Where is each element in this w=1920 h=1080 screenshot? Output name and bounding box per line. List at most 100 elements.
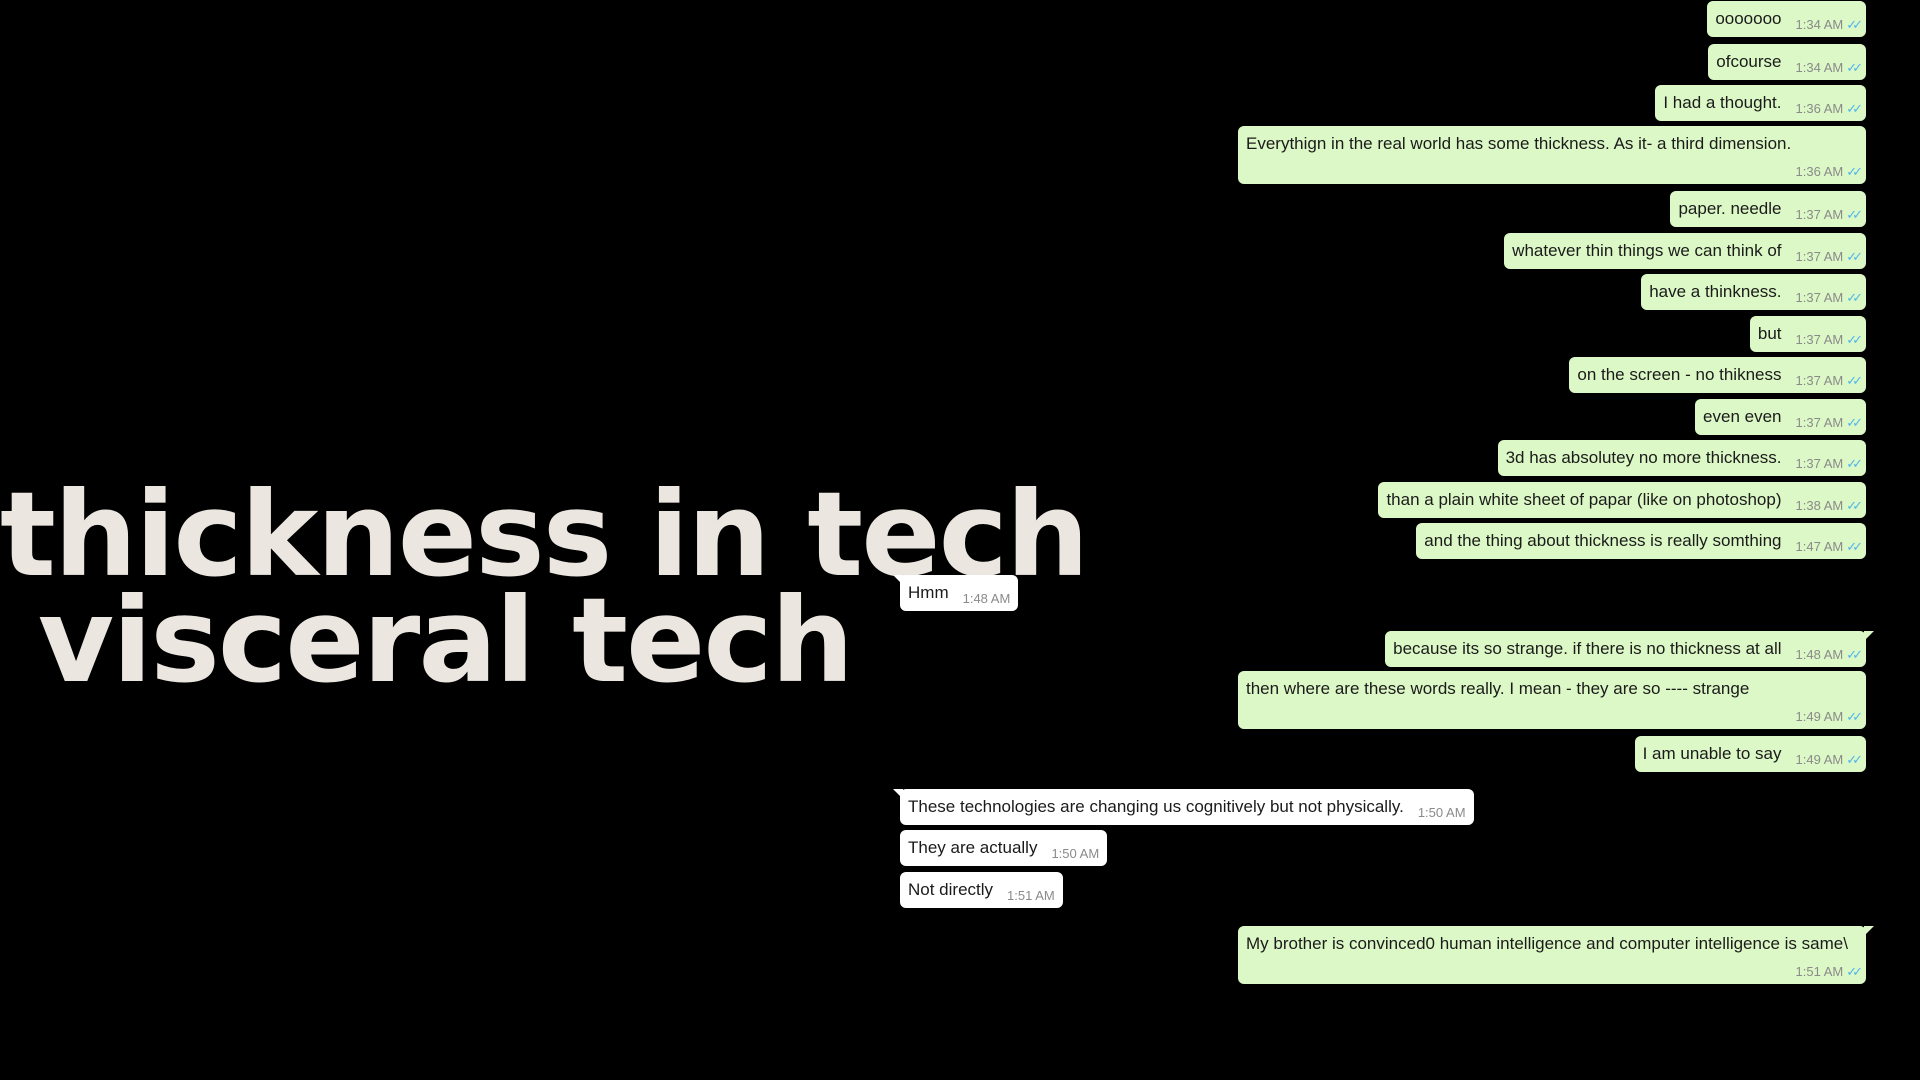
message-meta: 1:48 AM: [963, 582, 1011, 606]
message-meta: 1:37 AM✓✓: [1795, 364, 1863, 389]
message-time: 1:48 AM: [962, 591, 1011, 606]
message-time: 1:37 AM: [1795, 415, 1844, 430]
message-outgoing[interactable]: paper. needle 1:37 AM✓✓: [1670, 191, 1866, 227]
message-meta: 1:36 AM✓✓: [1795, 92, 1863, 117]
message-meta: 1:38 AM✓✓: [1795, 489, 1863, 514]
message-outgoing[interactable]: than a plain white sheet of papar (like …: [1378, 482, 1866, 518]
message-time: 1:37 AM: [1795, 290, 1844, 305]
double-check-icon: ✓✓: [1846, 539, 1863, 554]
message-time: 1:37 AM: [1795, 373, 1844, 388]
double-check-icon: ✓✓: [1846, 207, 1863, 222]
message-text: They are actually: [908, 838, 1038, 857]
double-check-icon: ✓✓: [1846, 101, 1863, 116]
message-time: 1:51 AM: [1795, 964, 1844, 979]
message-time: 1:49 AM: [1795, 709, 1844, 724]
double-check-icon: ✓✓: [1846, 164, 1863, 179]
message-time: 1:47 AM: [1795, 539, 1844, 554]
message-text: Not directly: [908, 880, 994, 899]
message-incoming[interactable]: Hmm 1:48 AM: [900, 575, 1019, 611]
message-outgoing[interactable]: whatever thin things we can think of 1:37…: [1504, 233, 1866, 269]
message-incoming[interactable]: Not directly 1:51 AM: [900, 872, 1063, 908]
message-outgoing[interactable]: on the screen - no thikness 1:37 AM✓✓: [1569, 357, 1866, 393]
message-time: 1:51 AM: [1007, 888, 1055, 903]
message-meta: 1:34 AM✓✓: [1795, 8, 1863, 33]
double-check-icon: ✓✓: [1846, 373, 1863, 388]
message-outgoing[interactable]: because its so strange. if there is no t…: [1385, 631, 1866, 667]
message-meta: 1:37 AM✓✓: [1795, 406, 1863, 431]
message-meta: 1:37 AM✓✓: [1795, 240, 1863, 265]
message-time: 1:34 AM: [1795, 60, 1844, 75]
message-text: and the thing about thickness is really …: [1424, 531, 1782, 550]
message-text: ooooooo: [1715, 9, 1782, 28]
message-meta: 1:34 AM✓✓: [1795, 51, 1863, 76]
message-incoming[interactable]: They are actually 1:50 AM: [900, 830, 1108, 866]
message-text: than a plain white sheet of papar (like …: [1386, 490, 1782, 509]
message-text: paper. needle: [1678, 199, 1782, 218]
message-outgoing[interactable]: even even 1:37 AM✓✓: [1695, 399, 1866, 435]
message-text: but: [1757, 324, 1782, 343]
double-check-icon: ✓✓: [1846, 752, 1863, 767]
message-meta: 1:50 AM: [1051, 837, 1099, 861]
double-check-icon: ✓✓: [1846, 249, 1863, 264]
message-outgoing[interactable]: My brother is convinced0 human intellige…: [1238, 926, 1866, 984]
message-outgoing[interactable]: have a thinkness.1:37 AM✓✓: [1641, 274, 1866, 310]
double-check-icon: ✓✓: [1846, 332, 1863, 347]
message-text: then where are these words really. I mea…: [1246, 679, 1750, 698]
message-time: 1:50 AM: [1417, 805, 1466, 820]
message-time: 1:34 AM: [1795, 17, 1844, 32]
message-text: Hmm: [908, 583, 949, 602]
message-outgoing[interactable]: but 1:37 AM✓✓: [1749, 316, 1866, 352]
message-outgoing[interactable]: and the thing about thickness is really …: [1416, 523, 1866, 559]
message-meta: 1:37 AM✓✓: [1795, 281, 1863, 306]
message-time: 1:50 AM: [1051, 846, 1100, 861]
double-check-icon: ✓✓: [1846, 498, 1863, 513]
message-outgoing[interactable]: ofcourse 1:34 AM✓✓: [1708, 44, 1866, 80]
double-check-icon: ✓✓: [1846, 60, 1863, 75]
message-outgoing[interactable]: ooooooo 1:34 AM✓✓: [1707, 1, 1866, 37]
bubble-tail: [1864, 631, 1874, 641]
message-incoming[interactable]: These technologies are changing us cogni…: [900, 789, 1474, 825]
double-check-icon: ✓✓: [1846, 709, 1863, 724]
message-text: whatever thin things we can think of: [1512, 241, 1782, 260]
message-time: 1:37 AM: [1795, 249, 1844, 264]
message-meta: 1:51 AM: [1007, 879, 1055, 903]
message-time: 1:49 AM: [1795, 752, 1844, 767]
message-outgoing[interactable]: I am unable to say 1:49 AM✓✓: [1634, 736, 1866, 772]
double-check-icon: ✓✓: [1846, 17, 1863, 32]
message-time: 1:37 AM: [1795, 207, 1844, 222]
message-time: 1:36 AM: [1795, 101, 1844, 116]
message-meta: 1:51 AM✓✓: [1795, 964, 1863, 980]
message-outgoing[interactable]: 3d has absolutey no more thickness. 1:37 …: [1497, 440, 1866, 476]
message-meta: 1:37 AM✓✓: [1795, 323, 1863, 348]
message-meta: 1:36 AM✓✓: [1795, 164, 1863, 180]
message-meta: 1:49 AM✓✓: [1795, 709, 1863, 725]
message-text: ofcourse: [1716, 52, 1782, 71]
headline-line-1: thickness in tech: [0, 466, 1089, 603]
message-text: I am unable to say: [1642, 744, 1782, 763]
message-meta: 1:48 AM✓✓: [1795, 638, 1863, 663]
message-outgoing[interactable]: I had a thought. 1:36 AM✓✓: [1655, 85, 1866, 121]
message-outgoing[interactable]: then where are these words really. I mea…: [1238, 671, 1866, 729]
message-text: even even: [1703, 407, 1782, 426]
message-time: 1:37 AM: [1795, 456, 1844, 471]
message-text: I had a thought.: [1663, 93, 1782, 112]
message-meta: 1:50 AM: [1418, 796, 1466, 820]
message-outgoing[interactable]: Everythign in the real world has some th…: [1238, 126, 1866, 184]
message-time: 1:38 AM: [1795, 498, 1844, 513]
message-text: on the screen - no thikness: [1577, 365, 1782, 384]
bubble-tail: [893, 575, 903, 585]
message-text: My brother is convinced0 human intellige…: [1246, 934, 1848, 953]
message-time: 1:37 AM: [1795, 332, 1844, 347]
message-meta: 1:49 AM✓✓: [1795, 743, 1863, 768]
message-text: Everythign in the real world has some th…: [1246, 134, 1792, 153]
message-text: 3d has absolutey no more thickness.: [1505, 448, 1782, 467]
message-meta: 1:37 AM✓✓: [1795, 447, 1863, 472]
message-time: 1:36 AM: [1795, 164, 1844, 179]
double-check-icon: ✓✓: [1846, 290, 1863, 305]
message-text: because its so strange. if there is no t…: [1393, 639, 1782, 658]
double-check-icon: ✓✓: [1846, 964, 1863, 979]
message-time: 1:48 AM: [1795, 647, 1844, 662]
bubble-tail: [1864, 926, 1874, 936]
double-check-icon: ✓✓: [1846, 456, 1863, 471]
